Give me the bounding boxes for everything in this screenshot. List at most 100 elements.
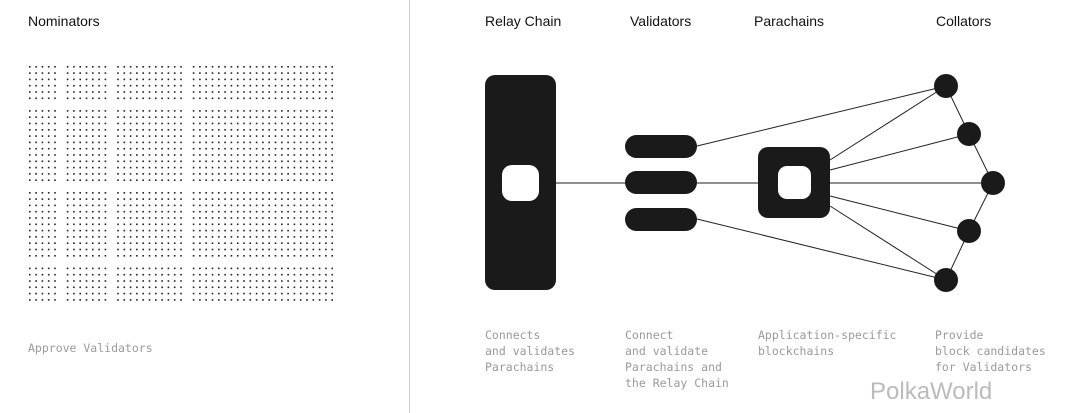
nominator-dot: [192, 280, 195, 282]
nominator-dot: [299, 66, 302, 68]
nominator-dot: [66, 84, 69, 87]
nominator-dot: [218, 217, 220, 219]
nominator-dot: [142, 135, 144, 137]
nominator-dot: [236, 84, 239, 87]
nominator-dot: [161, 248, 163, 251]
nominator-dot: [331, 66, 333, 68]
nominator-dot: [299, 116, 302, 118]
nominator-dot: [287, 204, 289, 207]
nominator-dot: [331, 160, 333, 163]
nominator-dot: [180, 173, 182, 175]
nominator-dot: [312, 84, 315, 87]
nominator-dot: [281, 72, 283, 74]
nominator-dot: [243, 192, 245, 194]
nominator-dot: [73, 147, 75, 150]
nominator-dot: [249, 72, 252, 74]
nominator-dot: [230, 122, 233, 125]
nominator-dot: [155, 173, 157, 175]
nominator-dot: [148, 97, 151, 100]
nominator-dot: [192, 204, 195, 207]
nominator-dot: [66, 255, 69, 257]
nominator-dot: [281, 210, 283, 213]
nominator-dot: [85, 292, 88, 295]
nominator-dot: [262, 292, 264, 295]
nominator-dot: [199, 236, 201, 238]
nominator-dot: [92, 66, 94, 68]
nominator-dot: [136, 236, 138, 238]
nominator-dot: [92, 84, 94, 87]
nominator-dot: [299, 229, 302, 232]
nominator-dot: [243, 72, 245, 74]
nominator-dot: [148, 116, 151, 118]
nominator-dot: [218, 129, 220, 131]
nominator-dot: [192, 160, 195, 163]
nominator-dot: [287, 84, 289, 87]
nominator-dot: [306, 122, 308, 125]
nominator-dot: [299, 84, 302, 87]
nominator-dot: [249, 292, 252, 295]
nominator-dot: [148, 84, 151, 87]
nominator-dot: [249, 97, 252, 100]
nominator-dot: [41, 110, 44, 112]
nominator-dot: [148, 198, 151, 200]
nominator-dot: [161, 147, 163, 150]
nominator-dot: [142, 110, 144, 112]
nominator-dot: [318, 242, 321, 244]
nominator-dot: [199, 116, 201, 118]
nominator-dot: [161, 273, 163, 276]
nominator-dot: [293, 141, 296, 144]
nominator-dot: [117, 217, 119, 219]
nominator-dot: [331, 129, 333, 131]
nominator-dot: [205, 299, 207, 301]
nominator-dot: [79, 110, 81, 112]
nominator-dot: [29, 273, 31, 276]
nominator-dot: [218, 229, 220, 232]
nominator-dot: [142, 179, 144, 181]
nominator-dot: [180, 267, 182, 270]
nominator-dot: [29, 116, 31, 118]
nominator-dot: [161, 91, 163, 93]
nominator-dot: [104, 217, 107, 219]
nominator-dot: [66, 229, 69, 232]
nominator-dot: [268, 286, 270, 289]
nominator-dot: [66, 236, 69, 238]
nominator-dot: [287, 198, 289, 200]
nominator-dot: [192, 273, 195, 276]
nominator-dot: [293, 273, 296, 276]
nominator-dot: [306, 97, 308, 100]
nominator-dot: [306, 173, 308, 175]
nominator-dot: [35, 78, 37, 81]
nominator-dot: [224, 210, 226, 213]
nominator-dot: [218, 242, 220, 244]
nominator-dot: [293, 166, 296, 169]
nominator-dot: [287, 72, 289, 74]
nominator-dot: [331, 84, 333, 87]
nominator-dot: [117, 248, 119, 251]
nominator-dot: [218, 280, 220, 282]
nominator-dot: [211, 299, 214, 301]
nominator-dot: [312, 147, 315, 150]
nominator-dot: [73, 66, 75, 68]
nominator-dot: [173, 198, 176, 200]
nominator-dot: [104, 72, 107, 74]
nominator-dot: [142, 223, 144, 226]
nominator-dot: [104, 147, 107, 150]
nominator-dot: [173, 286, 176, 289]
nominator-dot: [325, 110, 327, 112]
nominator-dot: [66, 116, 69, 118]
nominator-dot: [236, 248, 239, 251]
nominator-dot: [218, 198, 220, 200]
nominator-dot: [155, 210, 157, 213]
nominator-dot: [123, 223, 126, 226]
nominator-dot: [218, 267, 220, 270]
nominator-dot: [98, 223, 100, 226]
nominator-dot: [92, 78, 94, 81]
nominator-dot: [281, 110, 283, 112]
nominator-dot: [243, 122, 245, 125]
nominator-dot: [325, 135, 327, 137]
nominator-dot: [54, 84, 56, 87]
nominator-dot: [268, 192, 270, 194]
nominator-dot: [123, 273, 126, 276]
nominator-dot: [299, 97, 302, 100]
nominator-dot: [325, 91, 327, 93]
